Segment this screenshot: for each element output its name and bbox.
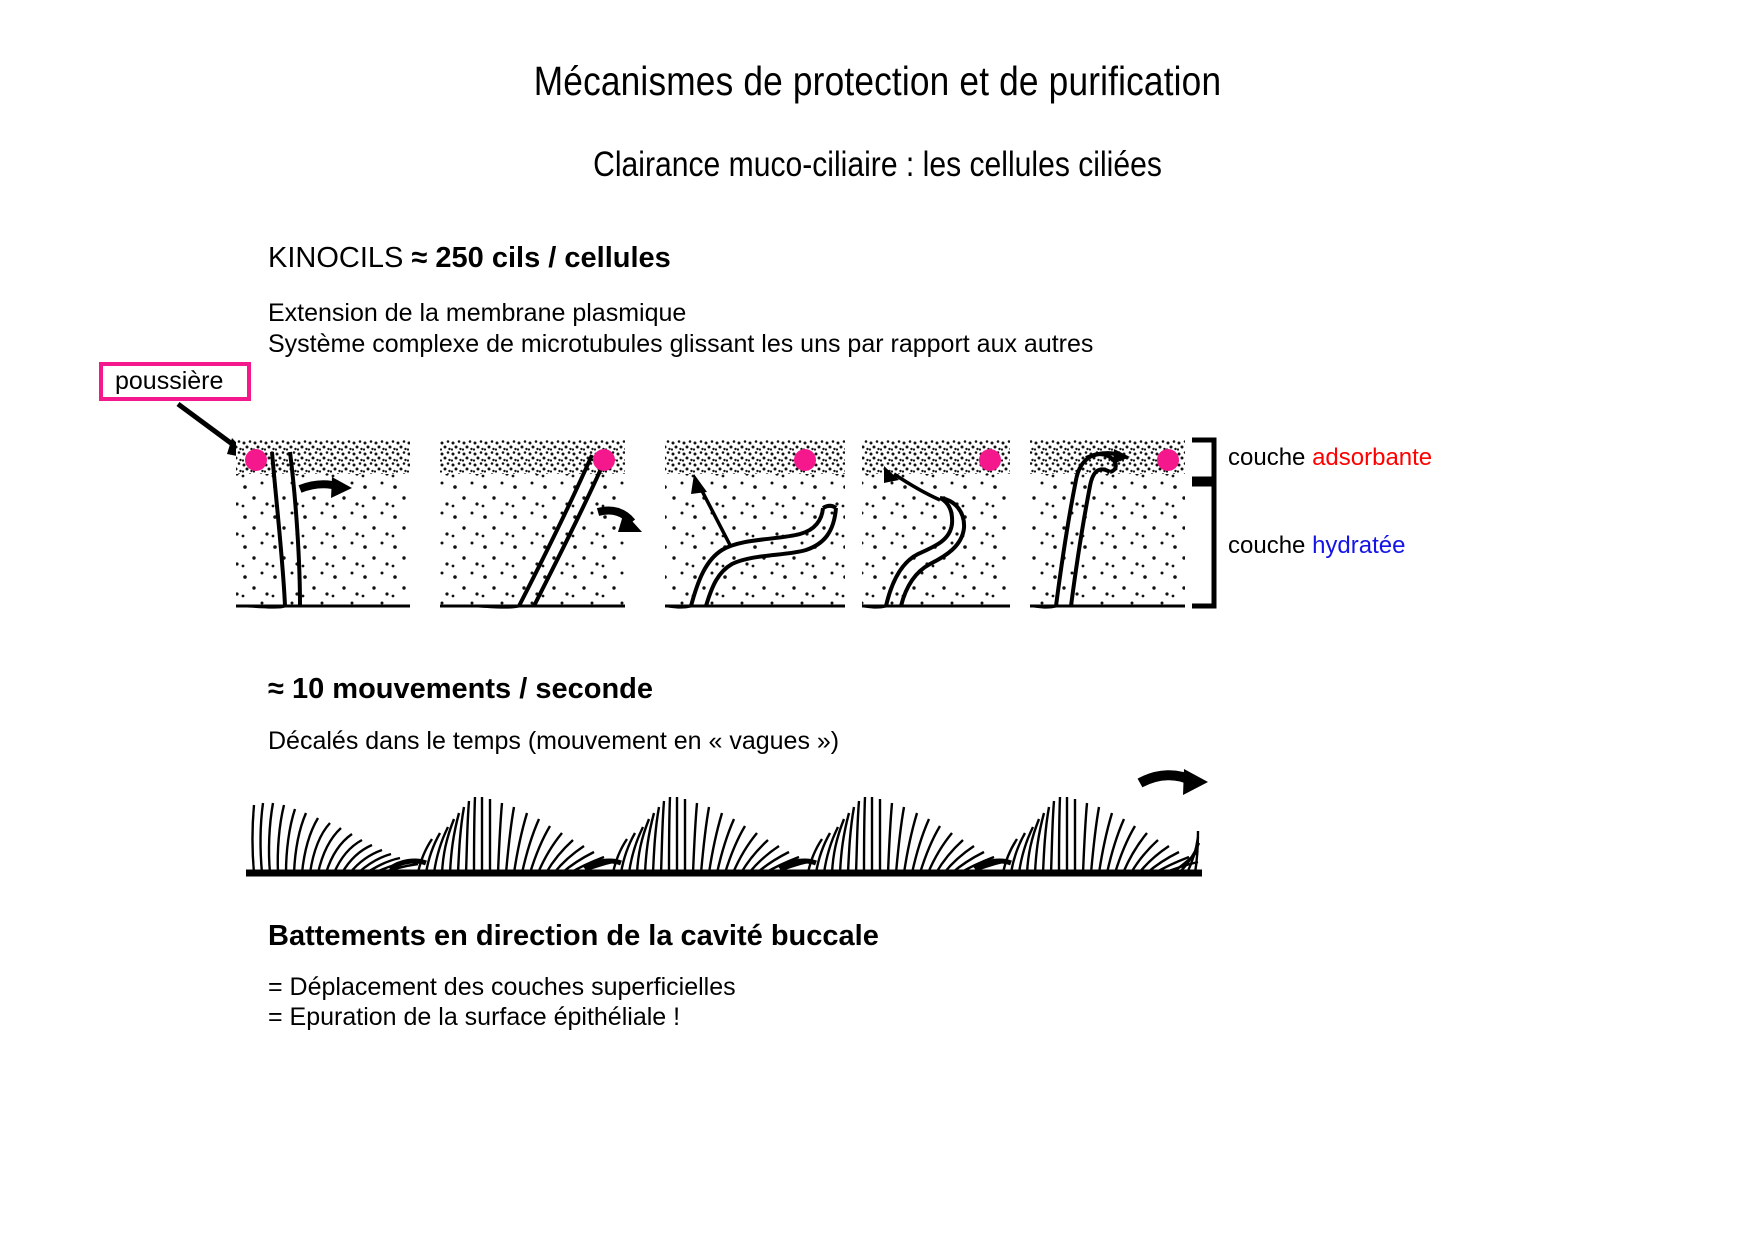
cilium-stage-1 <box>236 440 410 609</box>
cilia-wave-arrow <box>1137 769 1208 795</box>
beating-line-1: = Déplacement des couches superficielles <box>268 973 736 1001</box>
movement-heading: ≈ 10 mouvements / seconde <box>268 673 654 705</box>
layer-bracket-hydratee <box>1192 481 1217 609</box>
kinocils-heading: KINOCILS ≈ 250 cils / cellules <box>268 242 671 275</box>
beating-heading: Battements en direction de la cavité buc… <box>268 920 879 952</box>
legend-adsorbante-prefix: couche <box>1228 444 1313 471</box>
cilia-field <box>246 796 1202 877</box>
beating-line-2: = Epuration de la surface épithéliale ! <box>268 1003 681 1031</box>
kinocils-line-2: Système complexe de microtubules glissan… <box>268 330 1094 358</box>
cilia-stages-diagram <box>176 401 1217 609</box>
legend-hydratee-term: hydratée <box>1312 532 1406 559</box>
cilium-stage-4 <box>862 440 1010 609</box>
legend-hydratee-prefix: couche <box>1228 532 1313 559</box>
page-title: Mécanismes de protection et de purificat… <box>533 58 1222 104</box>
dust-particle <box>979 449 1001 471</box>
cilia-wave-diagram <box>246 769 1208 877</box>
cilium-stage-2 <box>440 440 642 609</box>
cilium-stage-3 <box>665 440 845 609</box>
movement-line-1: Décalés dans le temps (mouvement en « va… <box>268 727 840 755</box>
dust-particle <box>593 449 615 471</box>
kinocils-line-1: Extension de la membrane plasmique <box>268 299 687 327</box>
layer-bracket-adsorbante <box>1192 437 1217 482</box>
kinocils-count: ≈ 250 cils / cellules <box>411 242 671 274</box>
legend-adsorbante-term: adsorbante <box>1312 444 1433 471</box>
dust-particle <box>794 449 816 471</box>
dust-particle <box>245 449 267 471</box>
page-subtitle: Clairance muco-ciliaire : les cellules c… <box>593 145 1162 184</box>
kinocils-label: KINOCILS <box>268 242 412 274</box>
dust-particle <box>1157 449 1179 471</box>
dust-callout-box: poussière <box>99 362 251 401</box>
legend-hydratee: couche hydratée <box>1228 532 1405 560</box>
legend-adsorbante: couche adsorbante <box>1228 444 1432 472</box>
cilium-stage-5 <box>1030 440 1185 609</box>
dust-callout-label: poussière <box>115 367 224 395</box>
